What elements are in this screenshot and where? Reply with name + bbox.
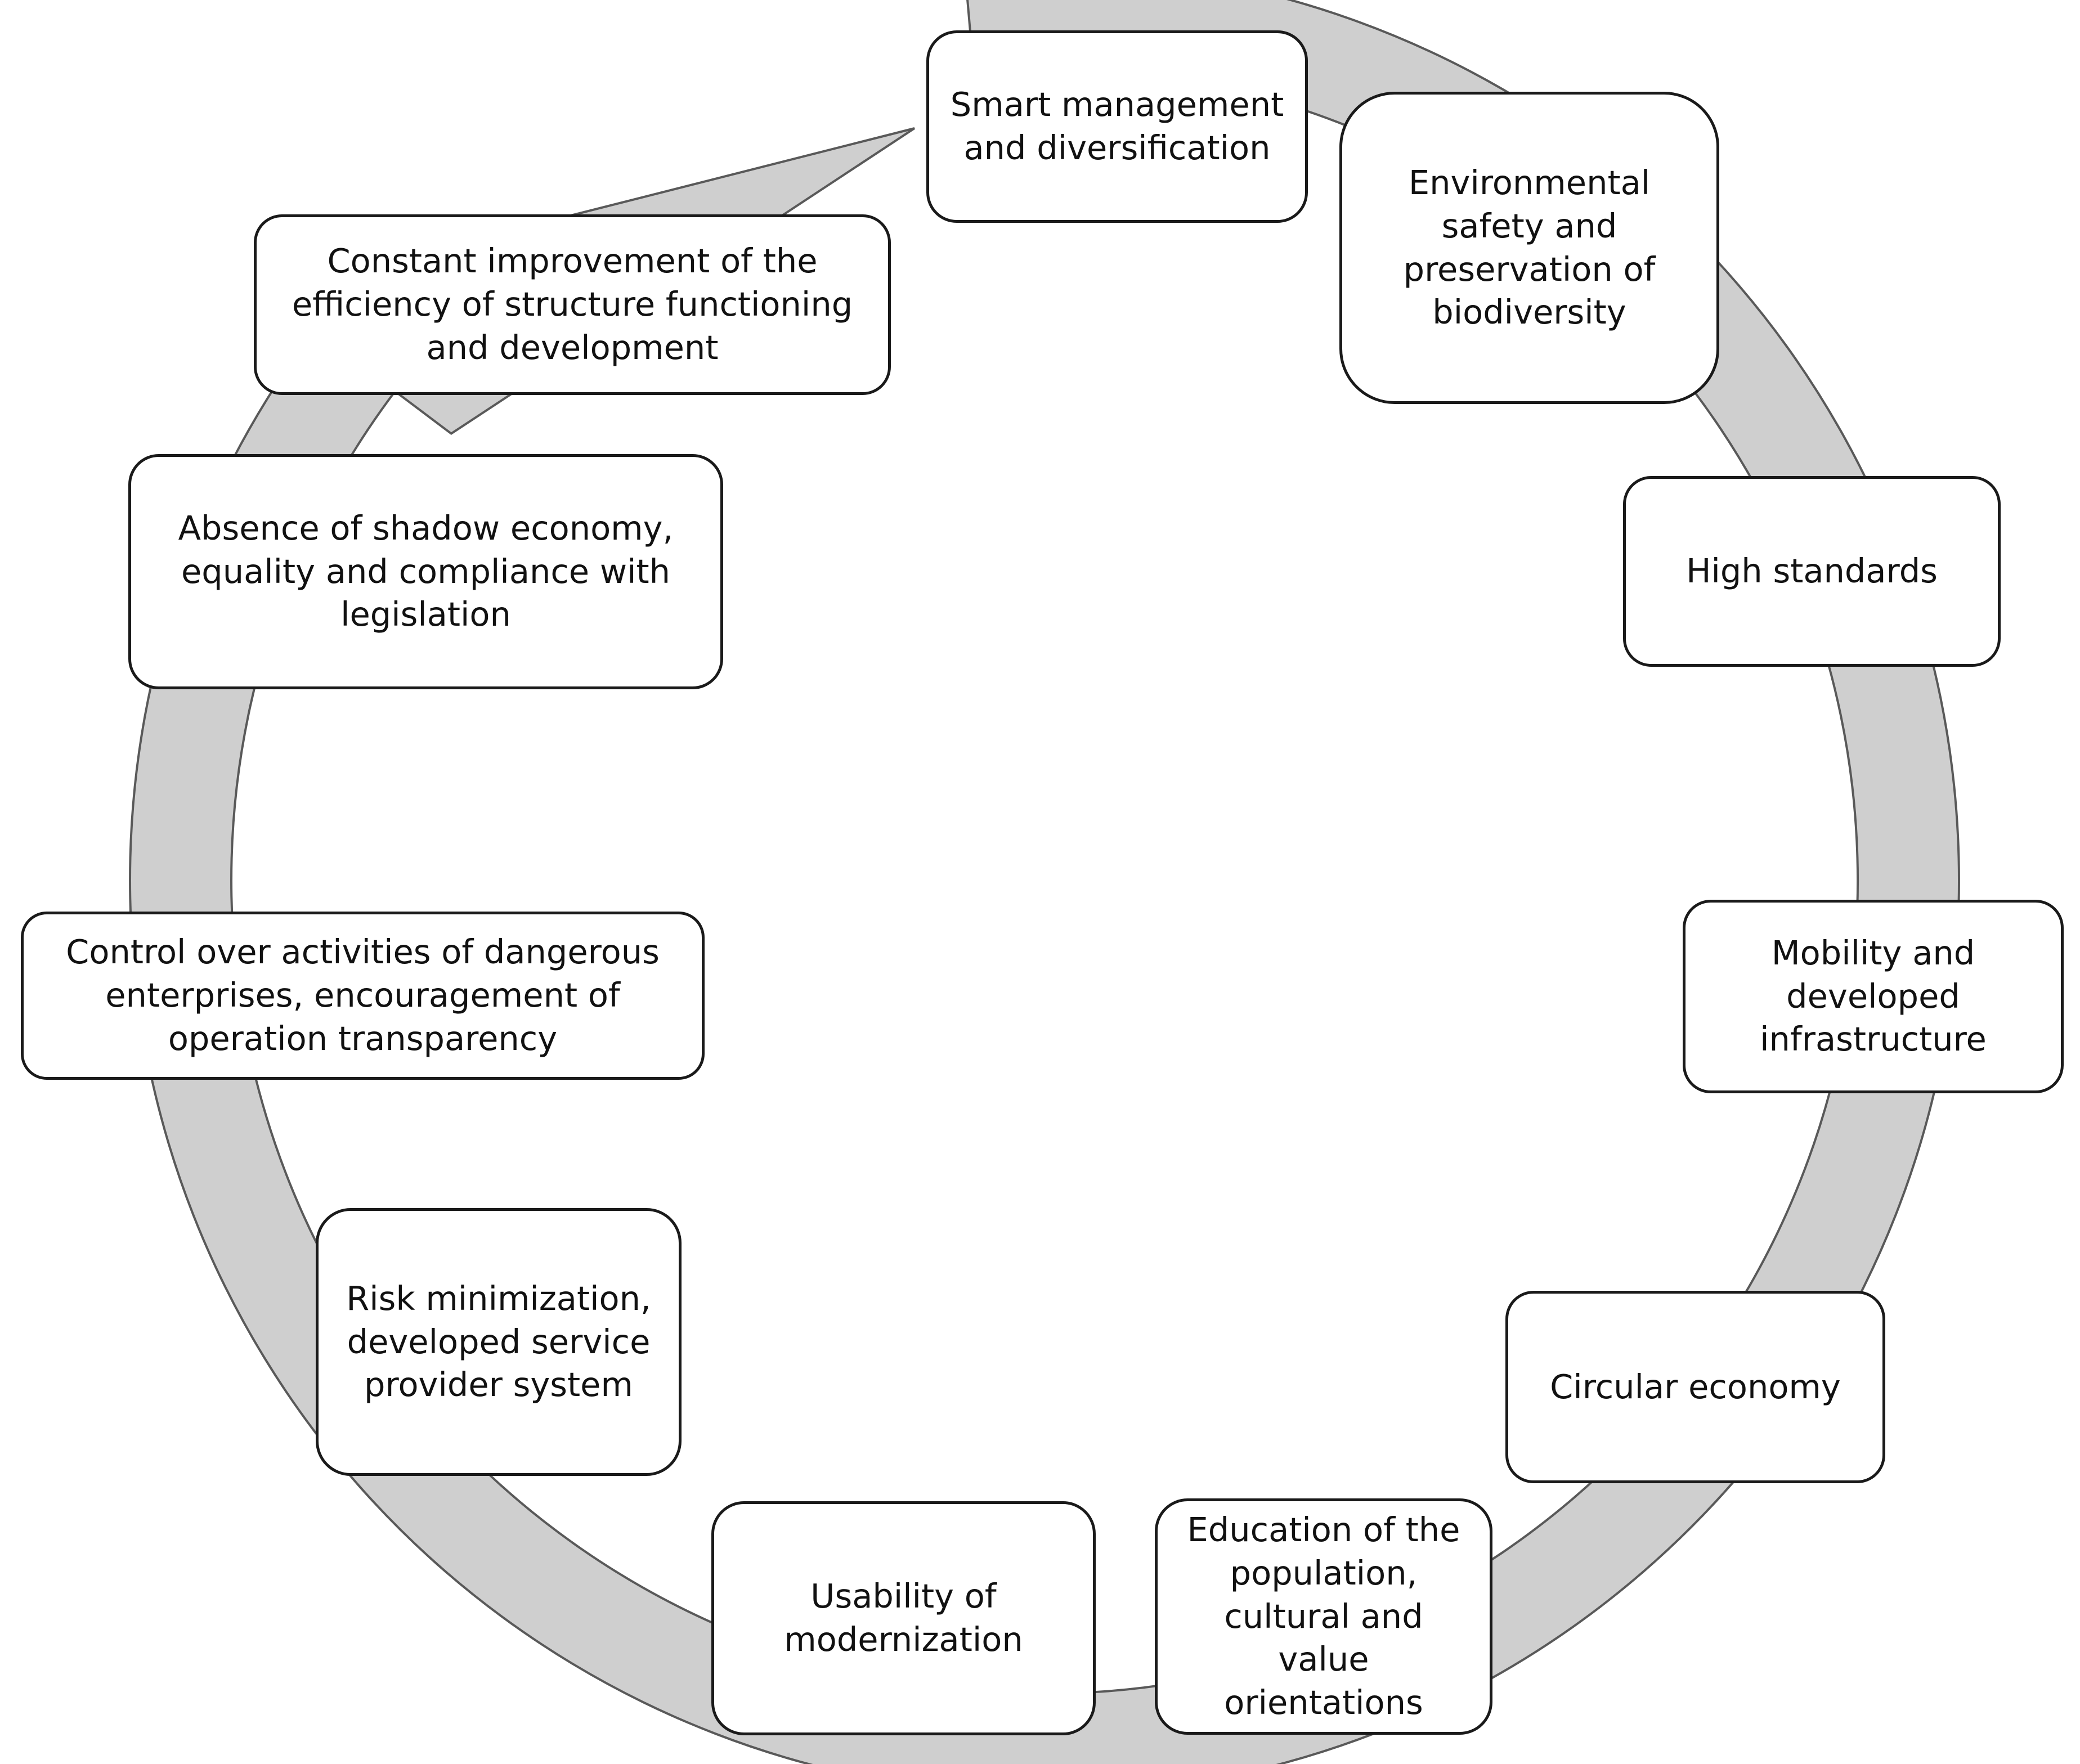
node-smart-management: Smart management and diversification xyxy=(926,30,1308,223)
node-environmental-safety: Environmental safety and preservation of… xyxy=(1339,92,1719,404)
node-label: Mobility and developed infrastructure xyxy=(1760,933,1987,1059)
node-label: Smart management and diversification xyxy=(950,85,1284,167)
node-label: Education of the population, cultural an… xyxy=(1187,1510,1460,1722)
node-constant-improvement: Constant improvement of the efficiency o… xyxy=(254,214,891,395)
node-label: Control over activities of dangerous ent… xyxy=(66,932,660,1058)
node-education-population: Education of the population, cultural an… xyxy=(1155,1498,1492,1735)
node-mobility-infrastructure: Mobility and developed infrastructure xyxy=(1683,900,2064,1093)
node-control-dangerous-enterprises: Control over activities of dangerous ent… xyxy=(21,912,705,1080)
node-label: Absence of shadow economy, equality and … xyxy=(178,508,674,634)
node-label: Risk minimization, developed service pro… xyxy=(346,1278,651,1404)
node-label: Circular economy xyxy=(1550,1367,1841,1406)
node-label: High standards xyxy=(1686,551,1938,591)
node-label: Environmental safety and preservation of… xyxy=(1403,163,1656,332)
node-absence-shadow-economy: Absence of shadow economy, equality and … xyxy=(128,454,723,689)
node-label: Usability of modernization xyxy=(784,1577,1023,1659)
node-circular-economy: Circular economy xyxy=(1505,1291,1885,1483)
node-risk-minimization: Risk minimization, developed service pro… xyxy=(316,1208,682,1476)
node-label: Constant improvement of the efficiency o… xyxy=(292,241,853,367)
node-usability-modernization: Usability of modernization xyxy=(711,1501,1096,1735)
node-high-standards: High standards xyxy=(1623,476,2001,667)
